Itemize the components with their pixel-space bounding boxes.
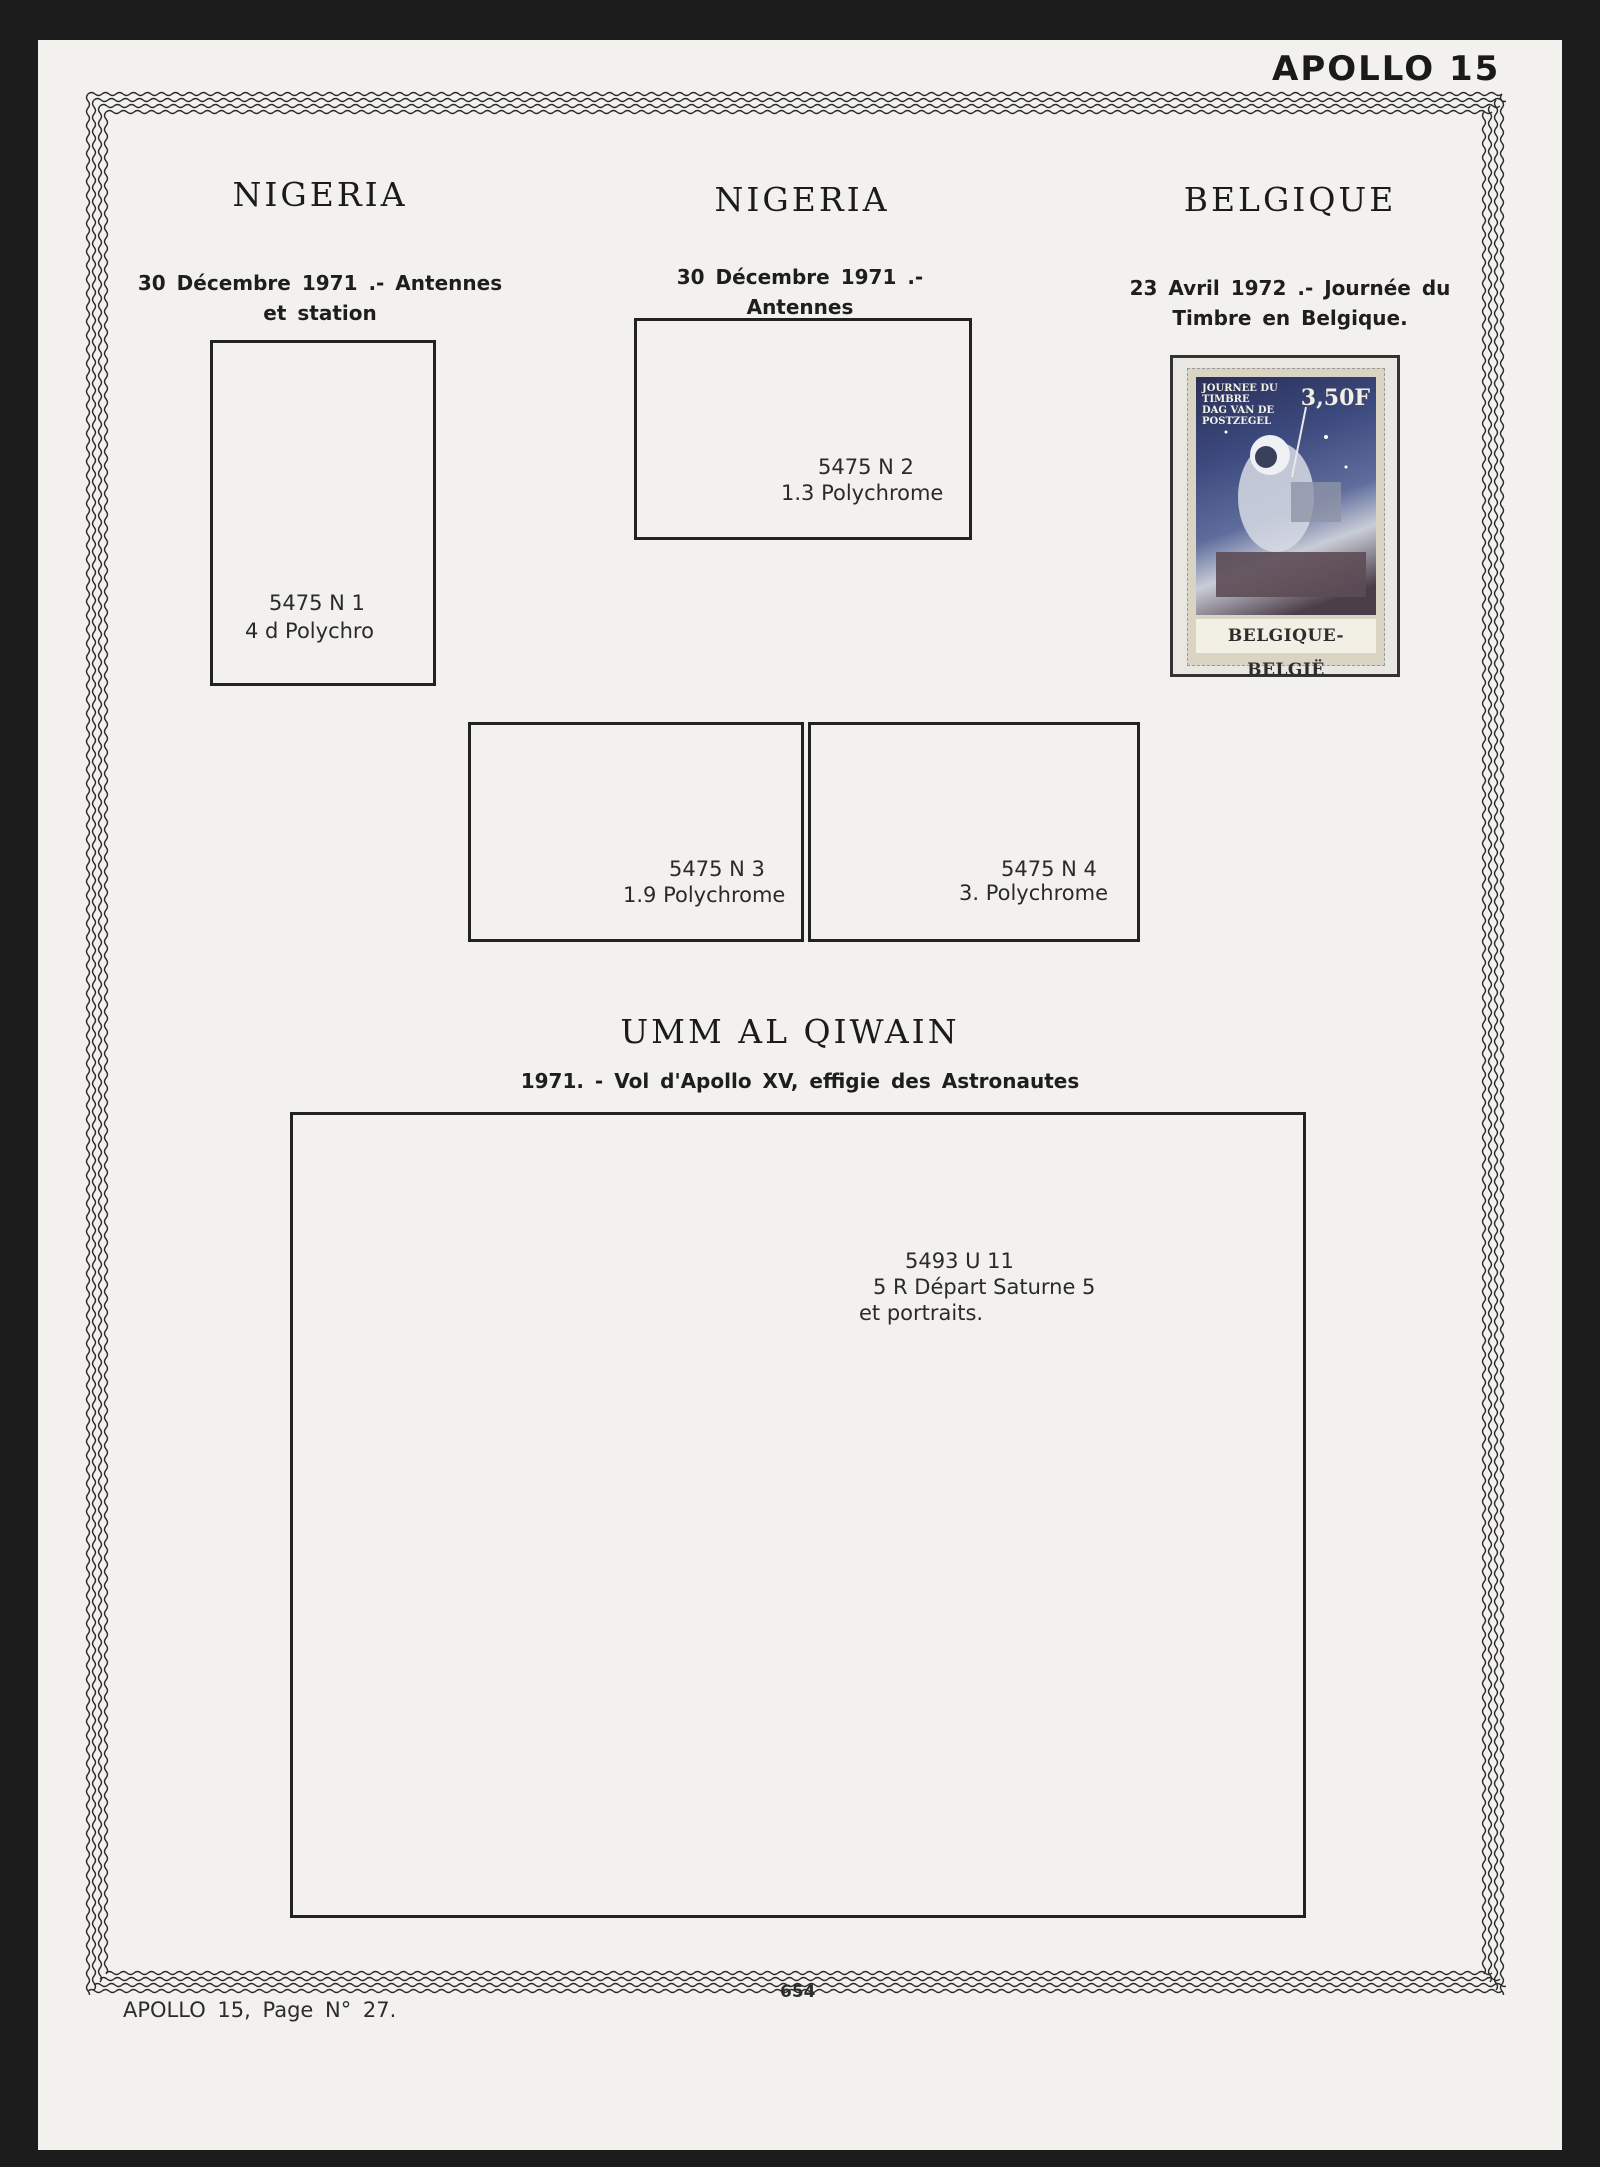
country-heading-nigeria-1: NIGERIA [232, 175, 408, 214]
page-header-title: APOLLO 15 [1272, 49, 1501, 89]
description-nigeria-1: 30 Décembre 1971 .- Antennes et station [130, 268, 510, 328]
border-wave-line [1481, 111, 1487, 1975]
stamp-code: 5475 N 4 [1001, 857, 1097, 881]
border-wave-line [1487, 105, 1493, 1983]
stamp-top-line: DAG VAN DE POSTZEGEL [1202, 405, 1275, 427]
stamp-caption: 3. Polychrome [959, 881, 1108, 905]
stamp-code: 5475 N 2 [818, 455, 914, 479]
description-umm-al-qiwain: 1971. - Vol d'Apollo XV, effigie des Ast… [520, 1069, 1080, 1093]
stamp-caption: 5 R Départ Saturne 5 [873, 1275, 1096, 1299]
stamp-space-5475-n1: 5475 N 1 4 d Polychro [210, 340, 436, 686]
description-line: 23 Avril 1972 .- Journée du [1129, 276, 1451, 300]
border-wave-line [85, 93, 91, 1995]
footer-page-reference: APOLLO 15, Page N° 27. [123, 1998, 397, 2022]
stamp-caption: 1.3 Polychrome [781, 481, 944, 505]
stamp-top-text: JOURNEE DU TIMBRE DAG VAN DE POSTZEGEL [1202, 383, 1322, 427]
border-wave-line [97, 105, 103, 1983]
stamp-perforated-edge: JOURNEE DU TIMBRE DAG VAN DE POSTZEGEL 3… [1187, 368, 1385, 680]
description-nigeria-2: 30 Décembre 1971 .- Antennes [620, 262, 980, 322]
border-wave-line [105, 109, 1493, 115]
description-line: Timbre en Belgique. [1172, 306, 1408, 330]
border-wave-line [103, 111, 109, 1975]
description-belgique: 23 Avril 1972 .- Journée du Timbre en Be… [1115, 273, 1465, 333]
country-heading-belgique: BELGIQUE [1183, 180, 1397, 219]
border-wave-line [87, 1988, 1503, 1994]
astronaut-illustration [1216, 406, 1366, 597]
stamp-country-text: BELGIQUE-BELGIË [1196, 619, 1376, 680]
description-line: 30 Décembre 1971 .- Antennes [676, 265, 924, 319]
footer-page-number: 654 [780, 1982, 816, 2002]
stamp-code: 5475 N 3 [669, 857, 765, 881]
border-wave-line [1499, 93, 1505, 1995]
border-wave-line [91, 99, 97, 1991]
stamp-top-line: JOURNEE DU TIMBRE [1202, 383, 1278, 405]
stamp-caption-2: et portraits. [859, 1301, 984, 1325]
stamp-space-5475-n3: 5475 N 3 1.9 Polychrome [468, 722, 804, 942]
stamp-code: 5493 U 11 [905, 1249, 1014, 1273]
border-wave-line [99, 103, 1501, 109]
stamp-code: 5475 N 1 [269, 591, 365, 615]
country-heading-nigeria-2: NIGERIA [714, 180, 890, 219]
description-line: 30 Décembre 1971 .- Antennes [137, 271, 503, 295]
decorative-wavy-border [84, 90, 1506, 1995]
border-wave-line [93, 1982, 1506, 1988]
stamp-caption: 1.9 Polychrome [623, 883, 786, 907]
stamp-space-5493-u11: 5493 U 11 5 R Départ Saturne 5 et portra… [290, 1112, 1306, 1918]
astronaut-artwork: JOURNEE DU TIMBRE DAG VAN DE POSTZEGEL 3… [1196, 377, 1376, 615]
border-wave-line [93, 97, 1506, 103]
border-wave-line [87, 91, 1503, 97]
stamp-value: 3,50F [1300, 385, 1370, 411]
stamp-caption: 4 d Polychro [245, 619, 374, 643]
border-wave-line [105, 1970, 1493, 1976]
stamp-space-5475-n2: 5475 N 2 1.3 Polychrome [634, 318, 972, 540]
belgium-stamp: JOURNEE DU TIMBRE DAG VAN DE POSTZEGEL 3… [1170, 355, 1400, 680]
border-wave-line [1493, 99, 1499, 1991]
stamp-space-5475-n4: 5475 N 4 3. Polychrome [808, 722, 1140, 942]
country-heading-umm-al-qiwain: UMM AL QIWAIN [620, 1012, 960, 1051]
border-wave-line [99, 1976, 1501, 1982]
description-line: et station [263, 301, 377, 325]
